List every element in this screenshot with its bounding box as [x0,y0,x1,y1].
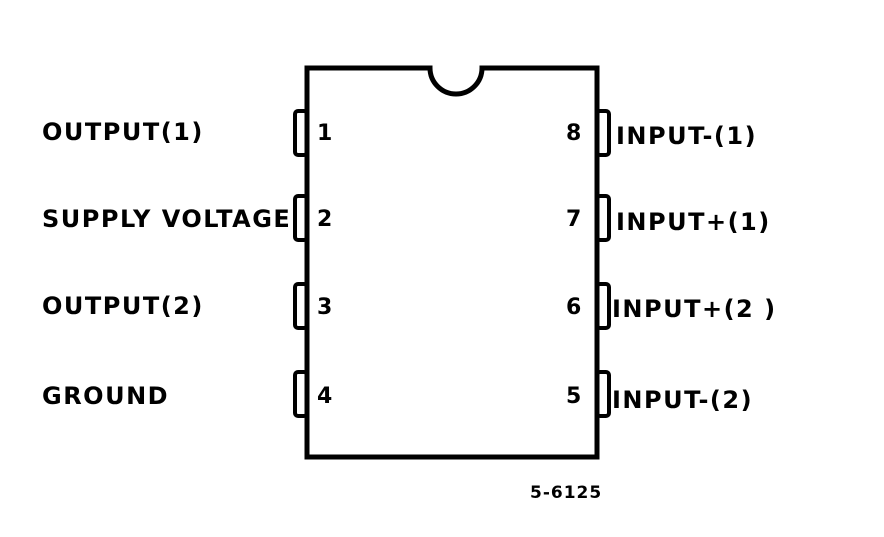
pin-4-number: 4 [317,384,333,409]
pin-4-name: GROUND [42,382,170,410]
chip-body [304,65,600,460]
pin-4-tab [293,370,309,418]
pin-8-tab [595,109,611,157]
pin-7-number: 7 [566,207,582,232]
pin-7-name: INPUT+(1) [616,208,771,236]
part-code-label: 5-6125 [530,483,603,503]
pin-2-name: SUPPLY VOLTAGE [42,205,292,233]
pin-2-tab [293,194,309,242]
pin-1-number: 1 [317,121,333,146]
pin-6-name: INPUT+(2 ) [612,295,777,323]
pin-7-tab [595,194,611,242]
pin-8-number: 8 [566,121,582,146]
pin-1-name: OUTPUT(1) [42,118,204,146]
pin-2-number: 2 [317,207,333,232]
pin-6-number: 6 [566,295,582,320]
pin-3-tab [293,282,309,330]
pin-5-tab [595,370,611,418]
pin-5-number: 5 [566,384,582,409]
pin-6-tab [595,282,611,330]
pin-1-tab [293,109,309,157]
pin-8-name: INPUT-(1) [616,122,758,150]
pin-3-number: 3 [317,295,333,320]
pin-5-name: INPUT-(2) [612,386,754,414]
pin-3-name: OUTPUT(2) [42,292,204,320]
